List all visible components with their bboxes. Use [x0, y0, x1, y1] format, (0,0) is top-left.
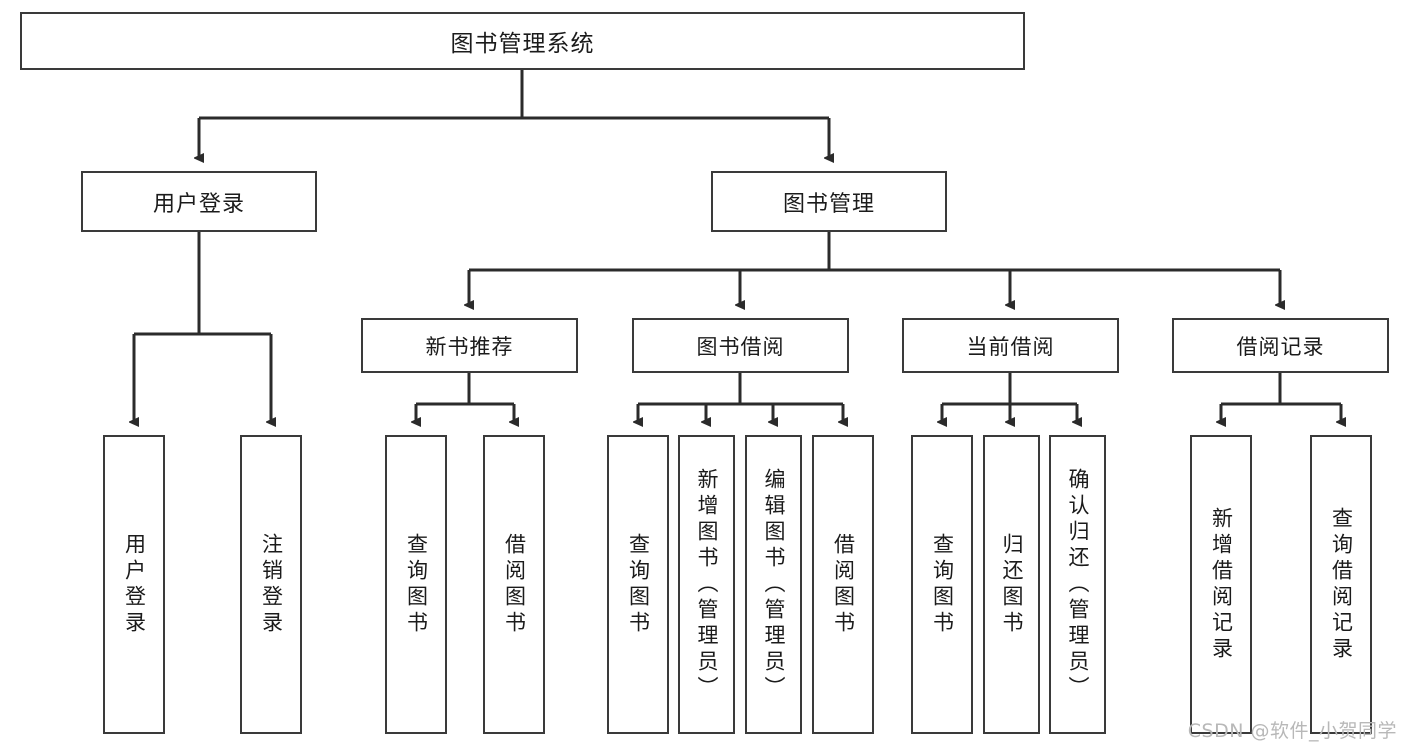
node-borrow-record[interactable]: 借阅记录: [1172, 318, 1389, 373]
watermark-text: CSDN @软件_小贺同学: [1187, 720, 1397, 742]
node-leaf-add-book-label: 新增图书（管理员）: [695, 467, 719, 702]
node-root[interactable]: 图书管理系统: [20, 12, 1025, 70]
node-leaf-query-book-3-label: 查询图书: [930, 532, 955, 637]
node-leaf-query-book-2[interactable]: 查询图书: [607, 435, 669, 734]
node-leaf-return-book-label: 归还图书: [1000, 532, 1024, 637]
node-borrow-record-label: 借阅记录: [1236, 334, 1325, 359]
node-leaf-return-book[interactable]: 归还图书: [983, 435, 1040, 734]
node-leaf-query-book-1-label: 查询图书: [404, 532, 429, 637]
node-leaf-add-record[interactable]: 新增借阅记录: [1190, 435, 1252, 734]
node-leaf-user-login[interactable]: 用户登录: [103, 435, 165, 734]
node-leaf-borrow-book-1-label: 借阅图书: [502, 532, 527, 637]
node-leaf-query-book-2-label: 查询图书: [626, 532, 651, 637]
node-leaf-query-record-label: 查询借阅记录: [1329, 506, 1354, 663]
node-book-manage-label: 图书管理: [782, 191, 875, 217]
node-leaf-query-book-1[interactable]: 查询图书: [385, 435, 447, 734]
node-leaf-user-login-label: 用户登录: [122, 532, 147, 637]
node-leaf-borrow-book-1[interactable]: 借阅图书: [483, 435, 545, 734]
node-leaf-confirm-return[interactable]: 确认归还（管理员）: [1049, 435, 1106, 734]
node-user-login-label: 用户登录: [152, 191, 245, 217]
node-root-label: 图书管理系统: [450, 31, 595, 57]
node-leaf-query-record[interactable]: 查询借阅记录: [1310, 435, 1372, 734]
node-book-manage[interactable]: 图书管理: [711, 171, 947, 232]
node-current-borrow[interactable]: 当前借阅: [902, 318, 1119, 373]
node-current-borrow-label: 当前借阅: [966, 334, 1055, 359]
node-leaf-query-book-3[interactable]: 查询图书: [911, 435, 973, 734]
node-leaf-edit-book[interactable]: 编辑图书（管理员）: [745, 435, 802, 734]
node-book-borrow[interactable]: 图书借阅: [632, 318, 849, 373]
node-book-borrow-label: 图书借阅: [696, 334, 785, 359]
node-leaf-edit-book-label: 编辑图书（管理员）: [762, 467, 786, 702]
node-leaf-add-book[interactable]: 新增图书（管理员）: [678, 435, 735, 734]
node-leaf-borrow-book-2-label: 借阅图书: [831, 532, 856, 637]
node-leaf-confirm-return-label: 确认归还（管理员）: [1066, 467, 1090, 702]
node-new-book-recommend[interactable]: 新书推荐: [361, 318, 578, 373]
node-leaf-user-logout[interactable]: 注销登录: [240, 435, 302, 734]
node-leaf-borrow-book-2[interactable]: 借阅图书: [812, 435, 874, 734]
node-user-login[interactable]: 用户登录: [81, 171, 317, 232]
node-leaf-add-record-label: 新增借阅记录: [1209, 506, 1234, 663]
node-leaf-user-logout-label: 注销登录: [259, 532, 284, 637]
node-new-book-recommend-label: 新书推荐: [425, 334, 514, 359]
